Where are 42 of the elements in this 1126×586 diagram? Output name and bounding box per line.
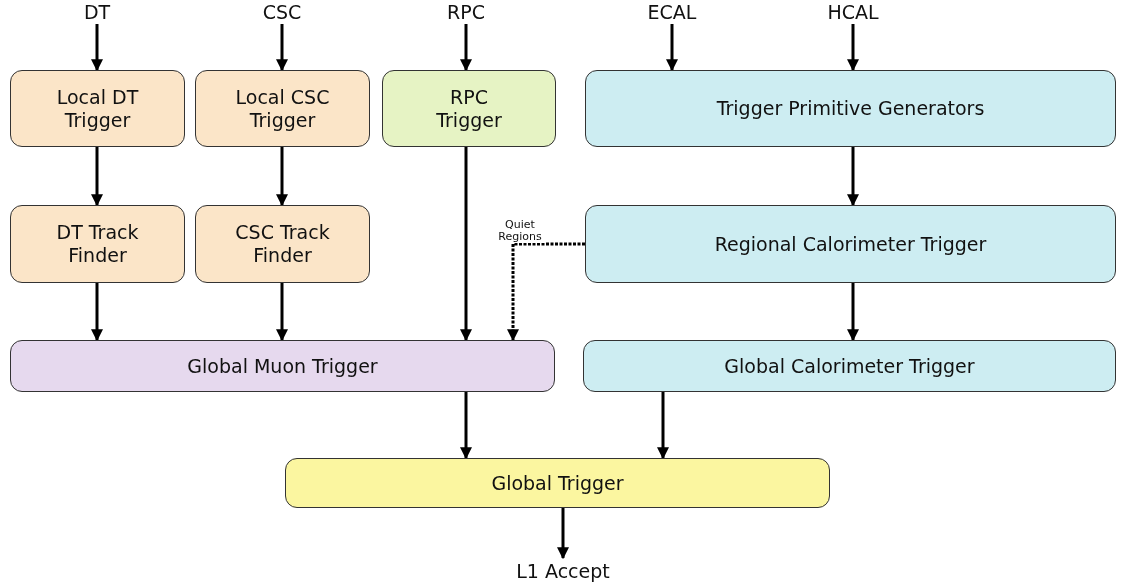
arrow: [276, 24, 288, 72]
arrow: [460, 24, 472, 72]
process-box: [585, 70, 1116, 147]
box-label: Local DT Trigger: [55, 85, 140, 132]
arrow: [276, 283, 288, 342]
arrow: [91, 147, 103, 207]
process-box: [585, 205, 1116, 283]
box-label: Global Trigger: [491, 471, 624, 495]
arrow: [507, 242, 585, 342]
process-box: [195, 70, 370, 147]
box-label: Local CSC Trigger: [234, 85, 331, 132]
arrow: [847, 24, 859, 72]
arrow: [666, 24, 678, 72]
box-label: RPC Trigger: [435, 85, 503, 132]
arrow: [91, 283, 103, 342]
signal-label: CSC: [262, 0, 302, 24]
box-label: Trigger Primitive Generators: [716, 97, 985, 120]
process-box: [10, 205, 185, 283]
box-label: CSC Track Finder: [234, 221, 331, 267]
signal-label: DT: [83, 0, 111, 24]
box-label: Global Muon Trigger: [187, 354, 378, 378]
arrow: [847, 147, 859, 207]
arrow: [276, 147, 288, 207]
process-box: [195, 205, 370, 283]
process-box: [285, 458, 830, 508]
arrow: [91, 24, 103, 72]
arrow: [847, 283, 859, 342]
arrow: [657, 392, 669, 460]
arrow: [460, 392, 472, 460]
process-box: [583, 340, 1116, 392]
process-box: [10, 340, 555, 392]
box-label: Global Calorimeter Trigger: [724, 354, 975, 378]
signal-label: RPC: [447, 0, 485, 24]
box-label: DT Track Finder: [55, 221, 140, 267]
signal-label: HCAL: [827, 0, 879, 24]
signal-label: ECAL: [647, 0, 697, 24]
process-box: [10, 70, 185, 147]
signal-label: L1 Accept: [516, 559, 610, 583]
box-label: Regional Calorimeter Trigger: [714, 232, 987, 256]
process-box: [382, 70, 556, 147]
arrow: [557, 508, 569, 560]
arrow: [460, 147, 472, 342]
